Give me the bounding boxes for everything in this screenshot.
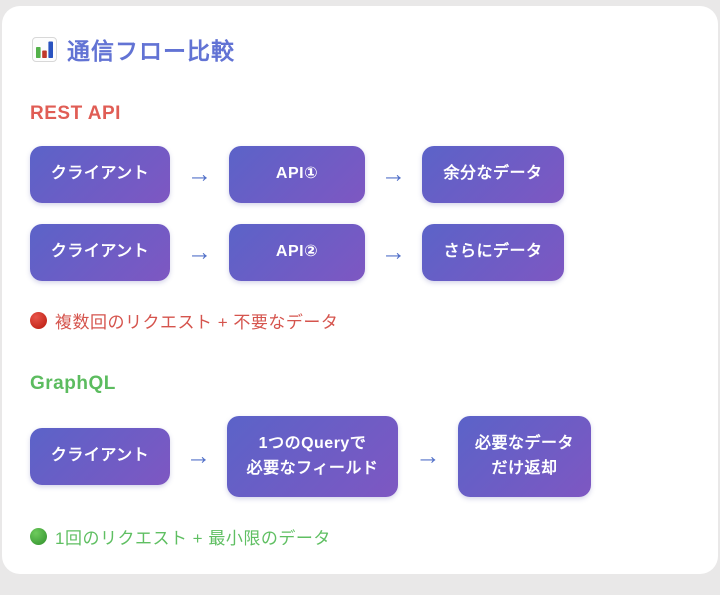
- node-client: クライアント: [30, 428, 170, 485]
- node-label-line-2: 必要なフィールド: [246, 459, 379, 477]
- rest-summary-note: 複数回のリクエスト + 不要なデータ: [30, 308, 688, 333]
- section-heading-rest-api: REST API: [30, 103, 121, 124]
- arrow-right-icon: →: [187, 238, 212, 266]
- rest-flow-row-1: クライアント → API① → 余分なデータ: [30, 146, 688, 203]
- node-label-line-1: 1つのQueryで: [258, 434, 367, 452]
- arrow-right-icon: →: [187, 160, 212, 188]
- note-text: 複数回のリクエスト + 不要なデータ: [55, 313, 339, 332]
- node-more-data: さらにデータ: [422, 224, 564, 281]
- node-label-line-1: 必要なデータ: [474, 434, 574, 452]
- node-needed-data-only: 必要なデータ だけ返却: [458, 416, 591, 497]
- node-label: クライアント: [50, 447, 150, 465]
- node-label: API①: [275, 165, 319, 183]
- green-circle-icon: [30, 528, 47, 545]
- node-label: クライアント: [50, 165, 150, 183]
- graphql-summary-note: 1回のリクエスト + 最小限のデータ: [30, 524, 688, 549]
- rest-flow-row-2: クライアント → API② → さらにデータ: [30, 224, 688, 281]
- node-label: クライアント: [50, 243, 150, 261]
- arrow-right-icon: →: [186, 442, 211, 470]
- bar-chart-icon: [32, 36, 57, 62]
- node-single-query: 1つのQueryで 必要なフィールド: [227, 416, 398, 497]
- node-label: 余分なデータ: [443, 165, 543, 183]
- red-circle-icon: [30, 312, 47, 329]
- arrow-right-icon: →: [381, 160, 406, 188]
- node-label: API②: [275, 243, 319, 261]
- node-label-line-2: だけ返却: [491, 459, 558, 477]
- arrow-right-icon: →: [381, 238, 406, 266]
- graphql-flow-row: クライアント → 1つのQueryで 必要なフィールド → 必要なデータ だけ返…: [30, 416, 688, 497]
- note-text: 1回のリクエスト + 最小限のデータ: [55, 529, 331, 548]
- node-api-1: API①: [229, 146, 365, 203]
- node-label: さらにデータ: [443, 243, 543, 261]
- node-client: クライアント: [30, 224, 170, 281]
- node-client: クライアント: [30, 146, 170, 203]
- page-title: 通信フロー比較: [67, 38, 235, 64]
- node-extra-data: 余分なデータ: [422, 146, 564, 203]
- section-heading-graphql: GraphQL: [30, 373, 116, 394]
- diagram-card: 通信フロー比較 REST API クライアント → API① → 余分なデータ …: [2, 6, 718, 574]
- arrow-right-icon: →: [415, 442, 441, 470]
- page-title-row: 通信フロー比較: [30, 32, 688, 66]
- node-api-2: API②: [229, 224, 365, 281]
